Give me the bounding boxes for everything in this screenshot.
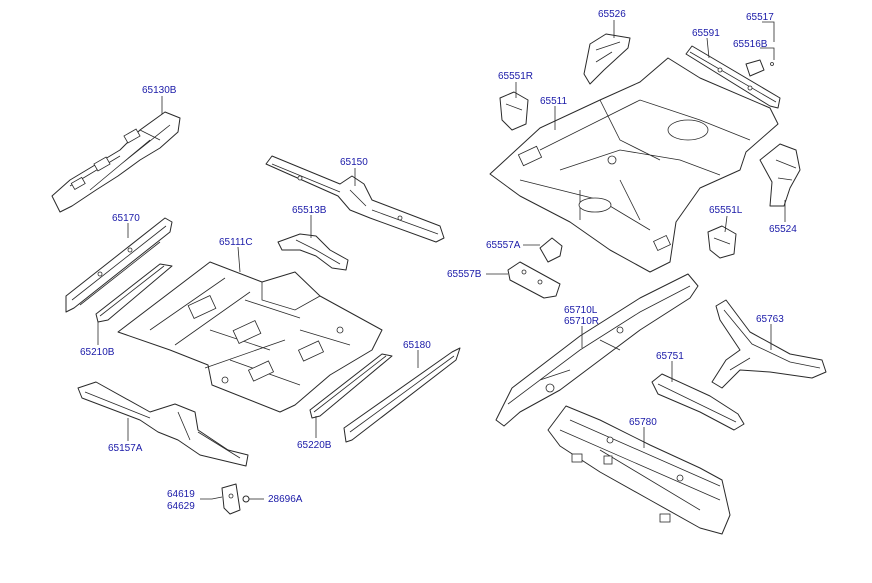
- leader-lines: [97, 20, 786, 500]
- part-65763-shape[interactable]: [711, 299, 827, 389]
- part-65220b-shape[interactable]: [309, 353, 393, 419]
- label-64619[interactable]: 64619: [167, 489, 195, 500]
- part-labels: 65130B 65170 65210B 65111C 65157A 65150 …: [80, 9, 797, 512]
- part-65170-shape[interactable]: [65, 217, 173, 313]
- label-65526[interactable]: 65526: [598, 9, 626, 20]
- part-65551r-shape[interactable]: [499, 91, 529, 131]
- label-65591[interactable]: 65591: [692, 28, 720, 39]
- part-65751-shape[interactable]: [651, 373, 745, 431]
- part-65557b-shape[interactable]: [507, 261, 561, 299]
- label-65763[interactable]: 65763: [756, 314, 784, 325]
- part-65511-shape[interactable]: [489, 57, 779, 273]
- label-65516b[interactable]: 65516B: [733, 39, 768, 50]
- part-65710-shape[interactable]: [495, 273, 699, 427]
- label-65524[interactable]: 65524: [769, 224, 797, 235]
- label-65557a[interactable]: 65557A: [486, 240, 521, 251]
- part-65516b-shape[interactable]: [745, 59, 774, 77]
- label-65710l[interactable]: 65710L: [564, 305, 598, 316]
- part-28696a-bolt-shape[interactable]: [242, 495, 258, 503]
- part-65526-shape[interactable]: [583, 33, 631, 85]
- part-64619-shape[interactable]: [221, 483, 241, 515]
- part-65210b-shape[interactable]: [95, 263, 173, 323]
- label-65150[interactable]: 65150: [340, 157, 368, 168]
- part-65524-shape[interactable]: [759, 143, 801, 207]
- label-65551l[interactable]: 65551L: [709, 205, 743, 216]
- label-65130b[interactable]: 65130B: [142, 85, 177, 96]
- label-65157a[interactable]: 65157A: [108, 443, 143, 454]
- part-65780-shape[interactable]: [547, 405, 731, 535]
- label-65170[interactable]: 65170: [112, 213, 140, 224]
- part-65150-shape[interactable]: [265, 155, 445, 243]
- label-65111c[interactable]: 65111C: [219, 237, 253, 248]
- label-65780[interactable]: 65780: [629, 417, 657, 428]
- part-65130b-shape[interactable]: [51, 111, 181, 213]
- label-65210b[interactable]: 65210B: [80, 347, 115, 358]
- part-65111c-shape[interactable]: [117, 261, 383, 413]
- part-65551l-shape[interactable]: [707, 225, 737, 259]
- label-65517[interactable]: 65517: [746, 12, 774, 23]
- part-65513b-shape[interactable]: [277, 233, 349, 271]
- label-65513b[interactable]: 65513B: [292, 205, 327, 216]
- label-65180[interactable]: 65180: [403, 340, 431, 351]
- label-65710r[interactable]: 65710R: [564, 316, 599, 327]
- part-65557a-shape[interactable]: [539, 237, 563, 263]
- part-65180-shape[interactable]: [343, 347, 461, 443]
- part-65591-shape[interactable]: [685, 45, 781, 109]
- label-28696a[interactable]: 28696A: [268, 494, 303, 505]
- part-65157a-shape[interactable]: [77, 381, 249, 467]
- label-65557b[interactable]: 65557B: [447, 269, 482, 280]
- label-65511[interactable]: 65511: [540, 96, 568, 107]
- label-65220b[interactable]: 65220B: [297, 440, 332, 451]
- label-65751[interactable]: 65751: [656, 351, 684, 362]
- label-64629[interactable]: 64629: [167, 501, 195, 512]
- label-65551r[interactable]: 65551R: [498, 71, 533, 82]
